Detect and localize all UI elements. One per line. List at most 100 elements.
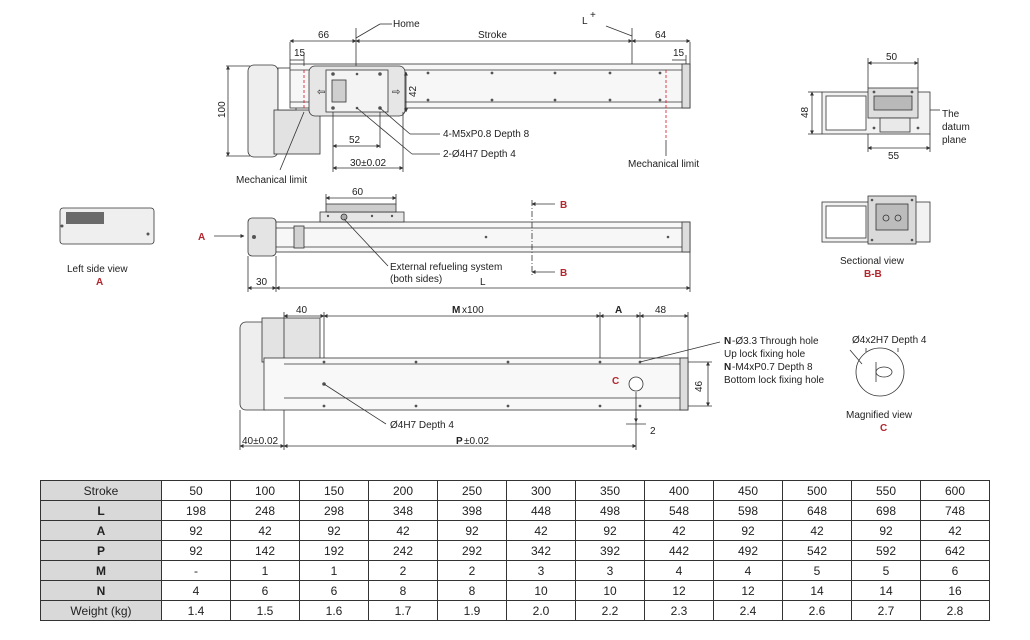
- table-cell: 1.4: [161, 600, 231, 621]
- table-cell: 192: [299, 540, 369, 561]
- table-cell: 3: [506, 560, 576, 581]
- refuel-line-2: (both sides): [390, 274, 442, 285]
- table-cell: 42: [368, 520, 438, 541]
- refuel-line-1: External refueling system: [390, 262, 502, 273]
- end-view-labels: 50 48 55 The datum plane: [800, 52, 970, 162]
- table-cell: 42: [782, 520, 852, 541]
- dim-15-left: 15: [294, 48, 306, 59]
- table-cell: 1.9: [437, 600, 507, 621]
- marker-a: A: [198, 232, 205, 243]
- table-cell: 4: [644, 560, 714, 581]
- bottom-dim-48: 48: [655, 305, 667, 316]
- bottom-dim-40-tol: 40±0.02: [242, 436, 279, 447]
- bottom-view-labels: 40 M x100 A 48 46 2 N -Ø3.3 Through hole…: [242, 305, 824, 447]
- bottom-note-h7: Ø4H7 Depth 4: [390, 420, 454, 431]
- table-cell: 92: [299, 520, 369, 541]
- note-n3-rest: -M4xP0.7 Depth 8: [732, 362, 813, 373]
- sectional-letter: B-B: [864, 269, 882, 280]
- top-view: ⇦ ⇨: [226, 23, 691, 172]
- table-cell: 42: [920, 520, 990, 541]
- table-cell: 200: [368, 480, 438, 501]
- note-n3: N: [724, 362, 731, 373]
- table-cell: 6: [230, 580, 300, 601]
- table-cell: 2.0: [506, 600, 576, 621]
- left-side-letter: A: [96, 277, 103, 288]
- dim-42: 42: [408, 85, 419, 97]
- table-cell: 448: [506, 500, 576, 521]
- side-dim-30: 30: [256, 277, 268, 288]
- table-cell: 748: [920, 500, 990, 521]
- dim-66: 66: [318, 30, 330, 41]
- dim-15-right: 15: [673, 48, 685, 59]
- bottom-dim-46: 46: [694, 380, 705, 392]
- stroke-label: Stroke: [478, 30, 507, 41]
- table-cell: 6: [920, 560, 990, 581]
- magnified-title: Magnified view: [846, 410, 913, 421]
- note-m5: 4-M5xP0.8 Depth 8: [443, 129, 530, 140]
- table-cell: 600: [920, 480, 990, 501]
- magnified-note: Ø4x2H7 Depth 4: [852, 335, 927, 346]
- table-cell: 14: [851, 580, 921, 601]
- table-cell: 2: [368, 560, 438, 581]
- table-cell: 42: [506, 520, 576, 541]
- row-label: Stroke: [40, 480, 162, 501]
- table-cell: 3: [575, 560, 645, 581]
- svg-text:⇨: ⇨: [392, 87, 400, 98]
- table-cell: 298: [299, 500, 369, 521]
- table-cell: 50: [161, 480, 231, 501]
- row-label: Weight (kg): [40, 600, 162, 621]
- table-cell: 248: [230, 500, 300, 521]
- table-cell: 8: [437, 580, 507, 601]
- table-cell: 300: [506, 480, 576, 501]
- table-cell: 350: [575, 480, 645, 501]
- table-cell: 6: [299, 580, 369, 601]
- table-cell: 542: [782, 540, 852, 561]
- end-dim-50: 50: [886, 52, 898, 63]
- table-cell: 1: [299, 560, 369, 581]
- table-cell: 1.6: [299, 600, 369, 621]
- table-cell: 450: [713, 480, 783, 501]
- note-h7: 2-Ø4H7 Depth 4: [443, 149, 516, 160]
- note-n1-rest: -Ø3.3 Through hole: [732, 336, 819, 347]
- table-cell: 500: [782, 480, 852, 501]
- sectional-view: [821, 195, 931, 245]
- table-cell: 2.8: [920, 600, 990, 621]
- end-view: [808, 58, 940, 152]
- left-side-title: Left side view: [67, 264, 128, 275]
- table-cell: 642: [920, 540, 990, 561]
- bottom-dim-m-rest: x100: [462, 305, 484, 316]
- magnified-view-labels: Ø4x2H7 Depth 4 Magnified view C: [846, 335, 927, 434]
- table-cell: 342: [506, 540, 576, 561]
- table-cell: 92: [161, 520, 231, 541]
- table-cell: 648: [782, 500, 852, 521]
- left-side-view: [59, 207, 155, 245]
- datum-line-2: datum: [942, 122, 970, 133]
- table-cell: 392: [575, 540, 645, 561]
- table-cell: 492: [713, 540, 783, 561]
- note-n4: Bottom lock fixing hole: [724, 375, 824, 386]
- row-label: M: [40, 560, 162, 581]
- table-cell: 2.2: [575, 600, 645, 621]
- l-plus-label: L: [582, 16, 588, 27]
- table-cell: 698: [851, 500, 921, 521]
- bottom-view: [239, 312, 721, 450]
- table-cell: 348: [368, 500, 438, 521]
- marker-b-bottom: B: [560, 268, 567, 279]
- table-cell: 550: [851, 480, 921, 501]
- table-cell: 1: [230, 560, 300, 581]
- svg-text:⇦: ⇦: [317, 87, 325, 98]
- motor-cap: [247, 64, 279, 158]
- rail-holes: [426, 71, 662, 102]
- magnified-letter: C: [880, 423, 887, 434]
- table-cell: 592: [851, 540, 921, 561]
- left-side-view-labels: Left side view A: [67, 264, 128, 288]
- table-cell: 92: [161, 540, 231, 561]
- table-cell: 150: [299, 480, 369, 501]
- table-cell: 92: [713, 520, 783, 541]
- dim-52: 52: [349, 135, 361, 146]
- table-cell: 598: [713, 500, 783, 521]
